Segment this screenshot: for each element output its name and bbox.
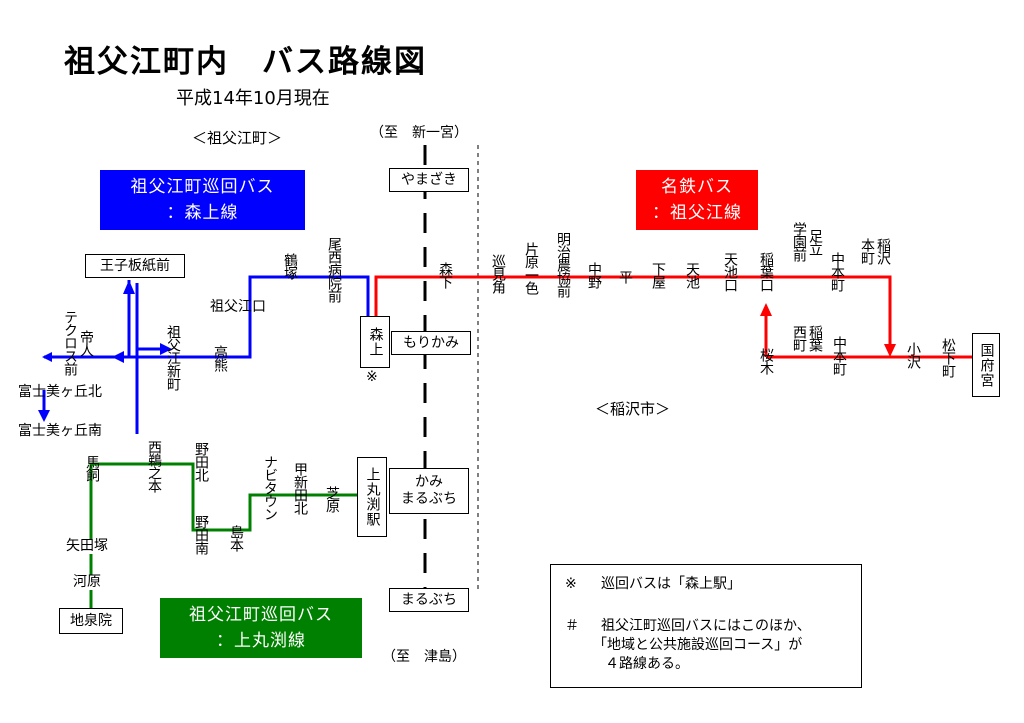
stop-noda-kita: 野田北 (193, 442, 209, 481)
kamimarubuchi-route (89, 462, 360, 610)
stop-uma-kai: 馬飼 (84, 455, 100, 481)
note-2-text-1: 祖父江町巡回バスにはこのほか、 (601, 618, 811, 634)
meitetsu-arrow-up (760, 303, 772, 316)
legend-kamimarubuchi-name: 祖父江町巡回バス (189, 605, 333, 625)
stop-nakano: 中野 (586, 262, 602, 288)
terminus-kokufunomiya-label: 国府宮 (978, 342, 995, 388)
terminus-kokufunomiya[interactable]: 国府宮 (972, 333, 1000, 397)
stop-amaike: 天池 (684, 262, 700, 288)
terminus-ojiita[interactable]: 王子板紙前 (85, 254, 185, 278)
stop-taira: 平 (617, 270, 633, 283)
stop-kofu-nitta: 甲新田北 (292, 462, 308, 514)
stop-inazawa-honmachi: 稲沢 本町 (859, 238, 891, 264)
legend-meitetsu-line: 名鉄バス ：祖父江線 (636, 170, 758, 230)
note-2-text-3: ４路線ある。 (605, 656, 689, 672)
stop-inabaguchi: 稲葉口 (758, 252, 774, 291)
stop-shimamoto: 島本 (228, 525, 244, 551)
legend-morikami-name: 祖父江町巡回バス (130, 177, 275, 197)
stop-ashitachi-2: 学園前 (791, 222, 807, 261)
meitetsu-arrow-down (884, 344, 896, 357)
morikami-arrow-up (123, 280, 135, 294)
terminus-morikami-label: 森上 (367, 327, 384, 357)
stop-sobue-shinmachi: 祖父江新町 (165, 325, 181, 390)
stop-teijin-2: テクロス前 (62, 310, 78, 375)
morikami-arrow-right (160, 343, 172, 355)
direction-south: （至 津島） (382, 649, 466, 665)
stop-ashitachi: 足立 学園前 (791, 222, 823, 261)
region-sobue: ＜祖父江町＞ (192, 129, 283, 147)
stop-yadazuka: 矢田塚 (66, 538, 108, 554)
direction-north: （至 新一宮） (370, 125, 468, 141)
stop-morishita: 森下 (437, 262, 453, 288)
legend-morikami-sub: ：森上線 (166, 203, 239, 223)
legend-meitetsu-name: 名鉄バス (661, 177, 733, 197)
morikami-arrow-left2 (42, 352, 52, 362)
note-1-mark: ※ (565, 576, 577, 592)
stop-takakuma: 高熊 (212, 345, 228, 371)
page-subtitle: 平成14年10月現在 (176, 88, 330, 109)
stop-bisai: 尾西病院前 (326, 237, 342, 302)
station-marubuchi[interactable]: まるぶち (389, 588, 469, 612)
stop-shibahara: 芝原 (324, 486, 340, 512)
stop-tsurutsuka: 鶴塚 (282, 253, 298, 279)
terminus-morikami[interactable]: 森上 (360, 316, 390, 368)
morikami-note-mark: ※ (366, 369, 378, 385)
stop-teijin-1: 帝人 (78, 329, 94, 356)
stop-fujimi-minami: 富士美ヶ丘南 (18, 423, 102, 439)
stop-nabitaun: ナビタウン (262, 455, 278, 520)
station-kamimarubuchi[interactable]: かみ まるぶち (389, 468, 469, 514)
stop-junmikado: 巡見角 (490, 254, 506, 293)
station-yamazaki[interactable]: やまざき (389, 168, 469, 192)
stop-inaba-nishimachi: 稲葉 西町 (791, 325, 823, 351)
meitetsu-route-main (374, 275, 892, 352)
stop-nakahonmachi-1: 中本町 (829, 252, 845, 291)
stop-inaba-nishimachi-1: 稲葉 (807, 325, 823, 351)
morikami-route (121, 275, 370, 359)
terminus-kamimarubuchi-label: 上丸渕駅 (364, 467, 381, 527)
stop-fujimi-kita: 富士美ヶ丘北 (18, 384, 102, 400)
legend-kamimarubuchi-sub: ：上丸渕線 (216, 631, 306, 651)
legend-meitetsu-sub: ：祖父江線 (652, 203, 742, 223)
stop-teijin: 帝人 テクロス前 (62, 310, 94, 375)
stop-ozawa: 小沢 (905, 342, 921, 368)
stop-amaikeguchi: 天池口 (722, 252, 738, 291)
morikami-arrow-down (38, 410, 50, 422)
page-title: 祖父江町内 バス路線図 (64, 44, 427, 80)
stop-inazawa-honmachi-2: 本町 (859, 238, 875, 264)
legend-morikami-line: 祖父江町巡回バス ：森上線 (100, 170, 305, 230)
stop-nishiuzura: 西鵜之本 (146, 440, 162, 492)
stop-inazawa-honmachi-1: 稲沢 (875, 238, 891, 264)
legend-kamimarubuchi-line: 祖父江町巡回バス ：上丸渕線 (160, 598, 362, 658)
stop-sobueguchi: 祖父江口 (210, 299, 266, 315)
stop-shimoya: 下屋 (650, 262, 666, 288)
stop-ashitachi-1: 足立 (807, 228, 823, 255)
note-2-text-2: 「地域と公共施設巡回コース」が (593, 637, 803, 653)
region-inazawa: ＜稲沢市＞ (595, 400, 671, 418)
stop-inaba-nishimachi-2: 西町 (791, 325, 807, 351)
stop-katahara: 片原一色 (523, 242, 539, 294)
notes-box: ※ 巡回バスは「森上駅」 ＃ 祖父江町巡回バスにはこのほか、 「地域と公共施設巡… (550, 564, 862, 688)
stop-noda-minami: 野田南 (193, 515, 209, 554)
stop-matsushitacho: 松下町 (940, 338, 956, 377)
stop-nakahonmachi-2: 中本町 (831, 336, 847, 375)
terminus-kamimarubuchi[interactable]: 上丸渕駅 (357, 457, 387, 537)
stop-kawahara: 河原 (73, 574, 101, 590)
stop-meiji: 明治農協前 (555, 232, 571, 297)
terminus-jisenin[interactable]: 地泉院 (59, 608, 123, 634)
station-morikami[interactable]: もりかみ (391, 331, 471, 355)
stop-sakuragi: 桜木 (758, 348, 774, 374)
note-2-mark: ＃ (565, 618, 579, 634)
note-1-text: 巡回バスは「森上駅」 (601, 576, 741, 592)
